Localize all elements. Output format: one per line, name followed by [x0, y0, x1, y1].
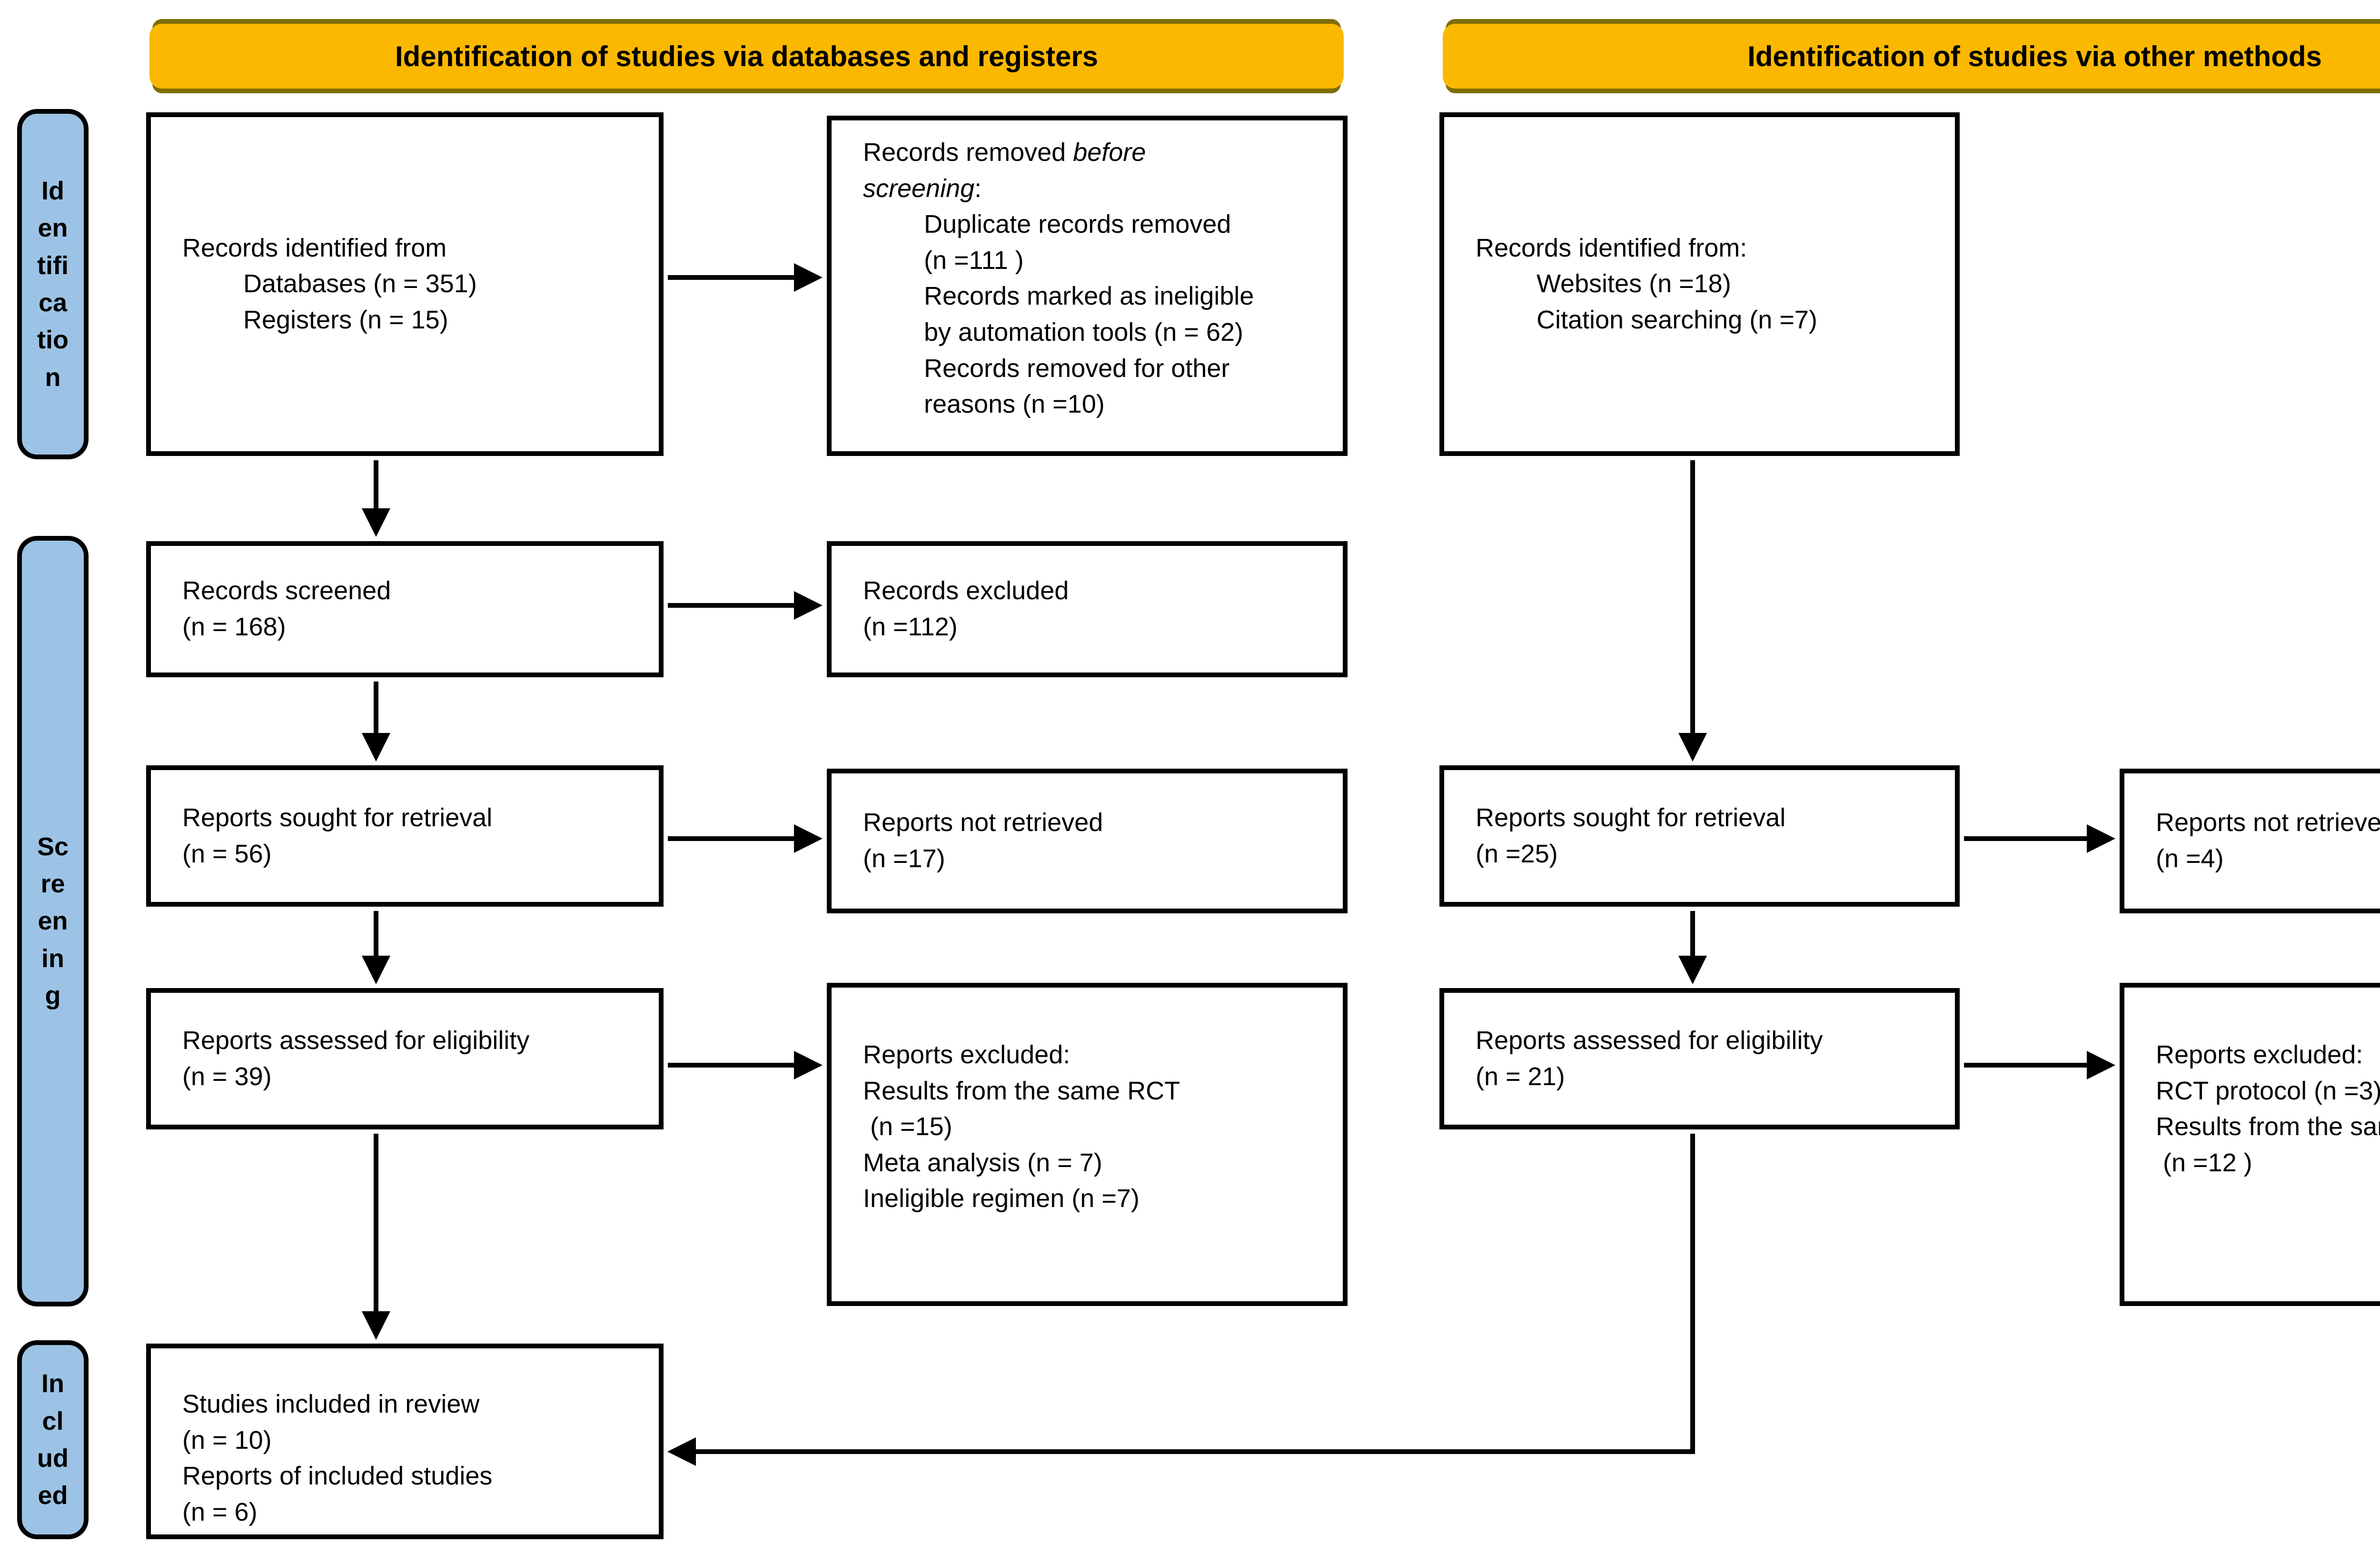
box-line: Reports of included studies	[182, 1462, 493, 1491]
box-line: Reports excluded:	[863, 1040, 1071, 1069]
box-reports-assessed-databases: Reports assessed for eligibility (n = 39…	[146, 988, 664, 1129]
box-line: Reports sought for retrieval	[182, 803, 493, 832]
box-line: (n =12 )	[2156, 1148, 2252, 1177]
text-italic: screening	[863, 174, 975, 203]
stage-label-identification: Id en tifi ca tio n	[17, 109, 89, 459]
text-italic: before	[1073, 138, 1146, 167]
box-line: (n = 168)	[182, 613, 286, 641]
box-reports-sought-databases: Reports sought for retrieval (n = 56)	[146, 765, 664, 907]
box-line: (n =112)	[863, 613, 958, 641]
box-line: Reports sought for retrieval	[1476, 803, 1786, 832]
box-line: Records removed for other	[924, 354, 1230, 383]
box-records-removed-before-screening: Records removed before screening: Duplic…	[827, 116, 1348, 456]
box-line: (n =25)	[1476, 839, 1558, 868]
text-normal: :	[974, 174, 982, 203]
box-line: Databases (n = 351)	[243, 269, 477, 298]
box-line: Studies included in review	[182, 1390, 480, 1418]
box-line: Duplicate records removed	[924, 210, 1231, 239]
box-line: Records screened	[182, 576, 391, 605]
box-records-excluded: Records excluded (n =112)	[827, 541, 1348, 677]
box-line: Ineligible regimen (n =7)	[863, 1184, 1140, 1213]
box-reports-assessed-other: Reports assessed for eligibility (n = 21…	[1439, 988, 1960, 1129]
box-line: (n =111 )	[924, 246, 1024, 275]
box-records-identified-other: Records identified from: Websites (n =18…	[1439, 112, 1960, 456]
box-line: Records identified from	[182, 233, 447, 262]
box-line: (n = 10)	[182, 1425, 272, 1454]
box-line: Results from the same RCT	[863, 1076, 1180, 1105]
box-line: (n = 56)	[182, 839, 272, 868]
box-line: Records removed before	[863, 135, 1330, 171]
stage-label-screening: Sc re en in g	[17, 536, 89, 1306]
box-line: screening:	[863, 171, 1330, 207]
box-line: (n =4)	[2156, 844, 2224, 873]
box-line: RCT protocol (n =3)	[2156, 1076, 2380, 1105]
box-line: Reports assessed for eligibility	[182, 1026, 530, 1055]
box-line: (n = 21)	[1476, 1062, 1565, 1091]
stage-label-included: In cl ud ed	[17, 1340, 89, 1539]
box-reports-sought-other: Reports sought for retrieval (n =25)	[1439, 765, 1960, 907]
box-line: Reports assessed for eligibility	[1476, 1026, 1823, 1055]
box-line: Reports not retrieved	[863, 808, 1103, 837]
box-line: Reports excluded:	[2156, 1040, 2363, 1069]
text-normal: Records removed	[863, 138, 1073, 167]
box-line: Websites (n =18)	[1537, 269, 1731, 298]
box-studies-included: Studies included in review (n = 10) Repo…	[146, 1344, 664, 1539]
box-line: (n =15)	[863, 1112, 952, 1141]
box-line: Registers (n = 15)	[243, 305, 448, 334]
box-line: Reports not retrieved	[2156, 808, 2380, 837]
box-line: Records identified from:	[1476, 233, 1747, 262]
box-line: Records marked as ineligible	[924, 282, 1254, 311]
banner-other-methods: Identification of studies via other meth…	[1443, 24, 2380, 89]
box-reports-excluded-databases: Reports excluded: Results from the same …	[827, 983, 1348, 1306]
box-line: reasons (n =10)	[924, 390, 1105, 419]
box-line: (n = 39)	[182, 1062, 272, 1091]
box-reports-not-retrieved-other: Reports not retrieved (n =4)	[2120, 769, 2380, 913]
box-line: by automation tools (n = 62)	[924, 317, 1243, 346]
banner-databases-registers: Identification of studies via databases …	[149, 24, 1344, 89]
box-line: Meta analysis (n = 7)	[863, 1148, 1102, 1177]
box-line: Records excluded	[863, 576, 1069, 605]
box-line: Citation searching (n =7)	[1537, 305, 1817, 334]
box-line: (n =17)	[863, 844, 945, 873]
box-reports-excluded-other: Reports excluded: RCT protocol (n =3) Re…	[2120, 983, 2380, 1306]
box-line: (n = 6)	[182, 1497, 258, 1526]
box-records-identified-databases: Records identified from Databases (n = 3…	[146, 112, 664, 456]
box-reports-not-retrieved-databases: Reports not retrieved (n =17)	[827, 769, 1348, 913]
box-records-screened: Records screened (n = 168)	[146, 541, 664, 677]
box-line: Results from the same RCT	[2156, 1112, 2380, 1141]
